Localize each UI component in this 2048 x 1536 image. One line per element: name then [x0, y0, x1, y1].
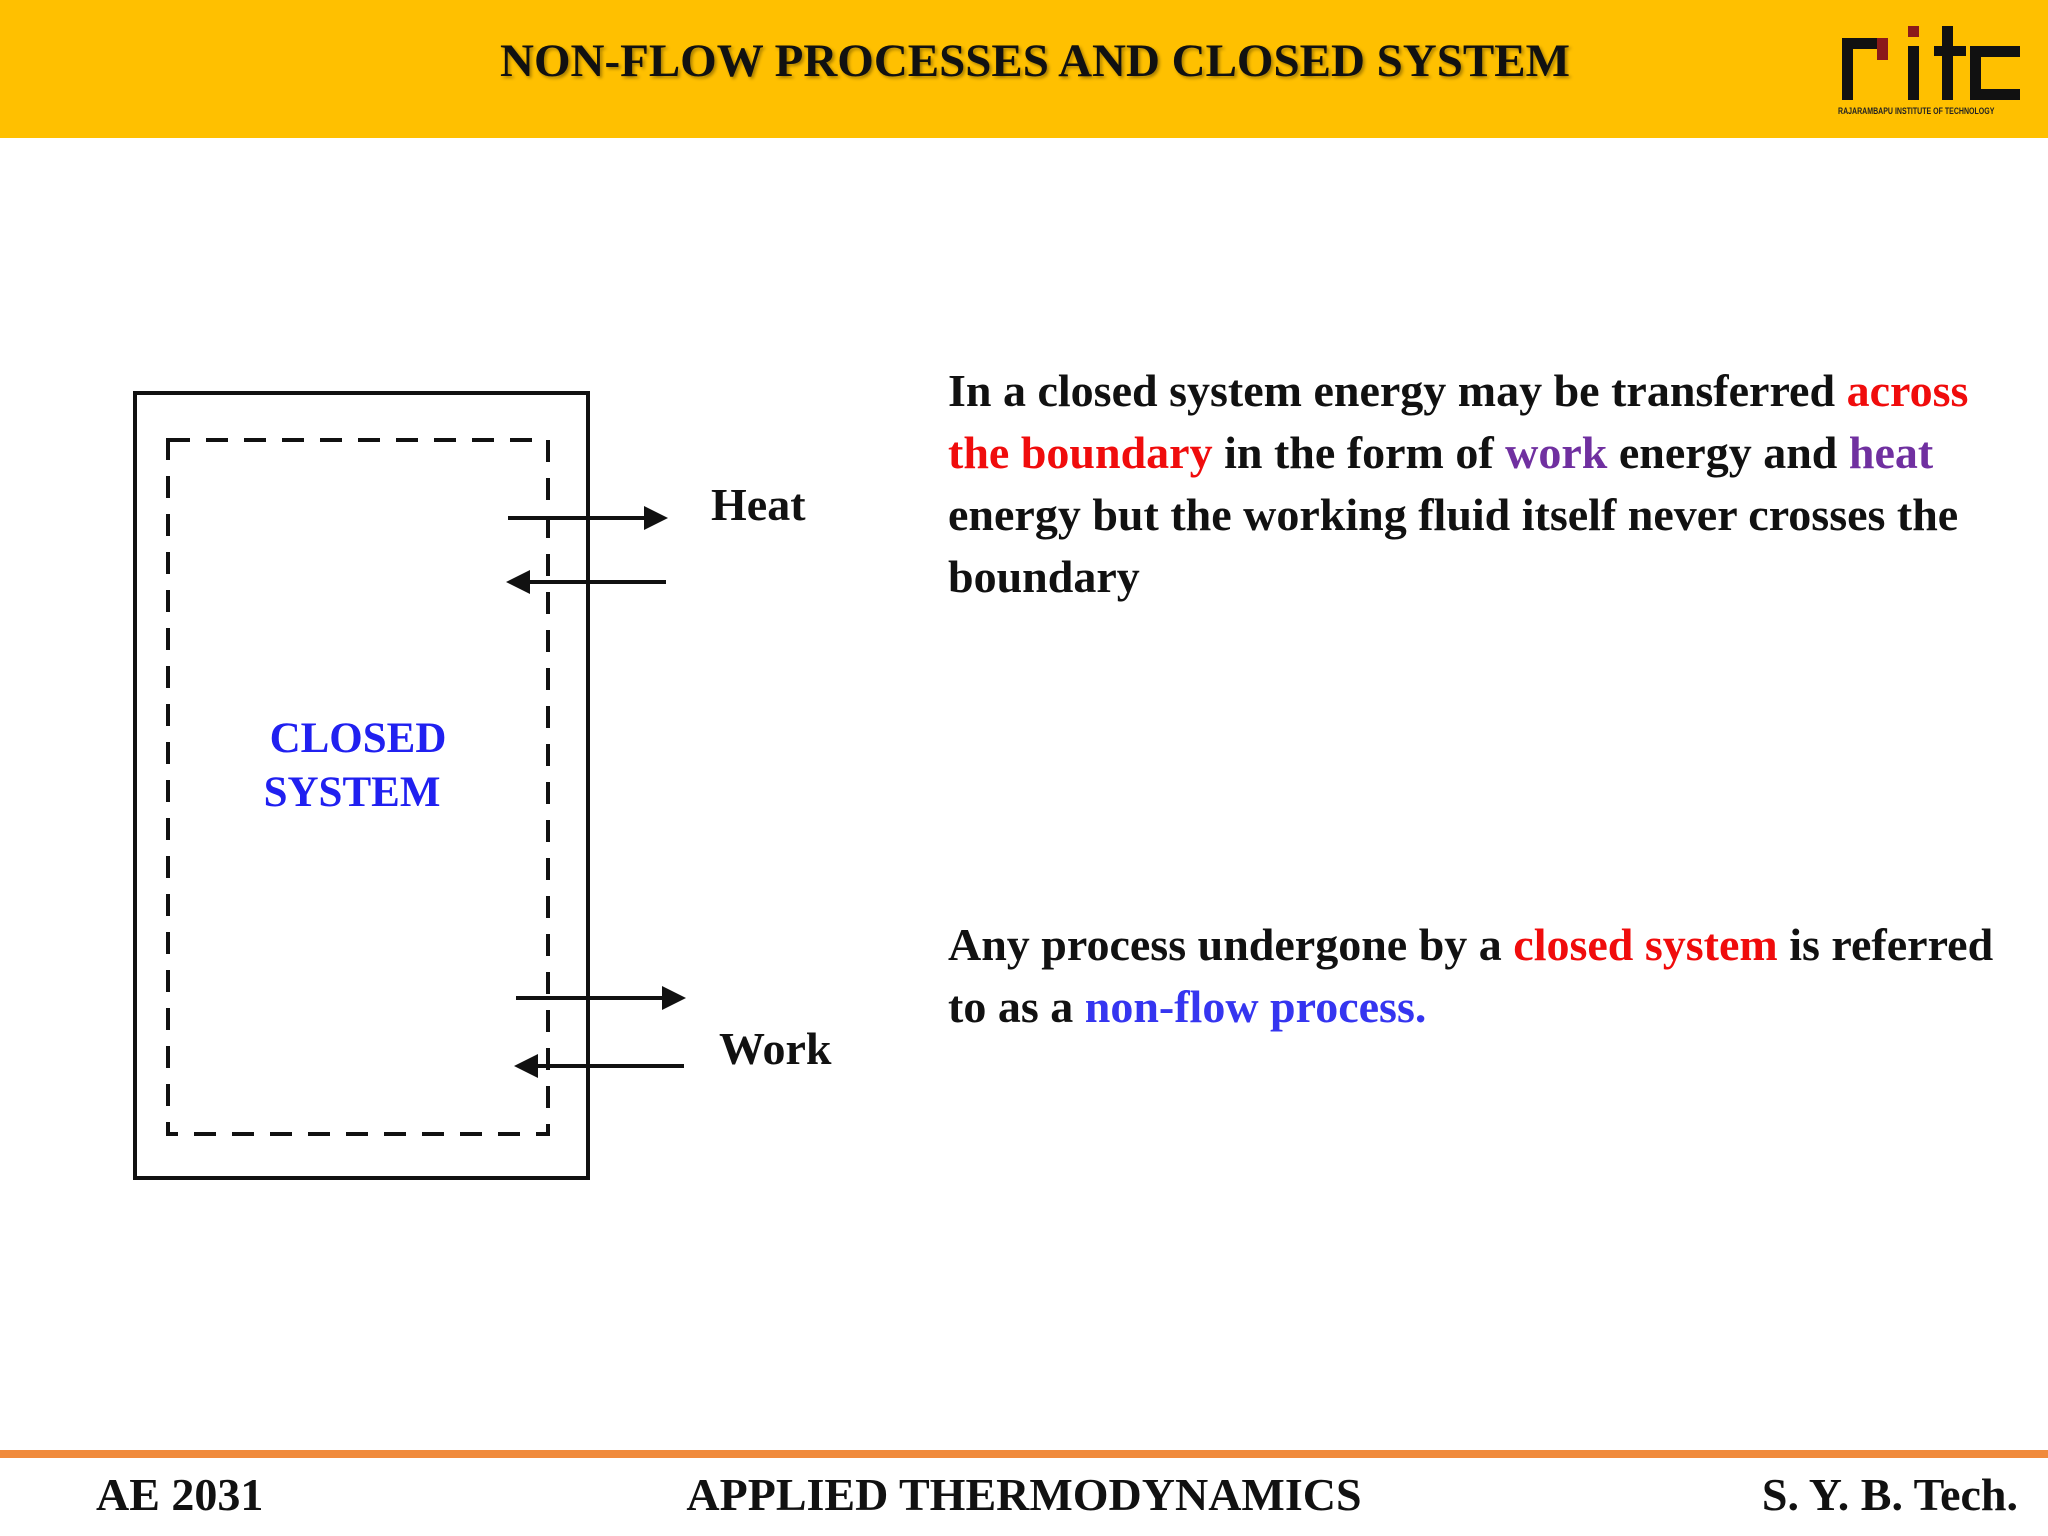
title-bar: NON-FLOW PROCESSES AND CLOSED SYSTEM RAJ… [0, 0, 2048, 138]
heat-label: Heat [711, 479, 806, 530]
paragraph2-text-1: Any process undergone by a [948, 919, 1514, 970]
non-flow-paragraph: Any process undergone by a closed system… [948, 914, 2008, 1038]
paragraph1-highlight-heat: heat [1848, 427, 1934, 478]
slide-title: NON-FLOW PROCESSES AND CLOSED SYSTEM [500, 35, 1570, 87]
paragraph2-text-2: is referred to as a [948, 919, 1994, 1032]
closed-system-label: CLOSED SYSTEM [248, 712, 468, 820]
class-label: S. Y. B. Tech. [1761, 1469, 2018, 1520]
paragraph1-text-4: energy but the working fluid itself neve… [948, 489, 1959, 602]
system-boundary [166, 438, 550, 1136]
course-code: AE 2031 [96, 1469, 264, 1520]
paragraph2-highlight-non-flow: non-flow process. [1084, 981, 1427, 1032]
footer-rule [0, 1450, 2048, 1458]
logo-caption: RAJARAMBAPU INSTITUTE OF TECHNOLOGY [1838, 106, 1995, 116]
paragraph1-highlight-work: work [1505, 427, 1608, 478]
paragraph1-highlight-boundary: across the boundary [948, 365, 1969, 478]
closed-system-label-line1: CLOSED [269, 715, 447, 762]
closed-system-label-line2: SYSTEM [263, 769, 441, 816]
paragraph1-text-1: In a closed system energy may be transfe… [948, 365, 1847, 416]
closed-system-paragraph: In a closed system energy may be transfe… [948, 360, 2008, 608]
outer-container [133, 391, 590, 1180]
course-title: APPLIED THERMODYNAMICS [686, 1469, 1362, 1520]
work-label: Work [719, 1023, 832, 1074]
paragraph1-text-2: in the form of [1212, 427, 1506, 478]
paragraph1-text-3: energy and [1607, 427, 1849, 478]
paragraph2-highlight-closed-system: closed system [1513, 919, 1778, 970]
rit-logo [1842, 26, 2020, 100]
